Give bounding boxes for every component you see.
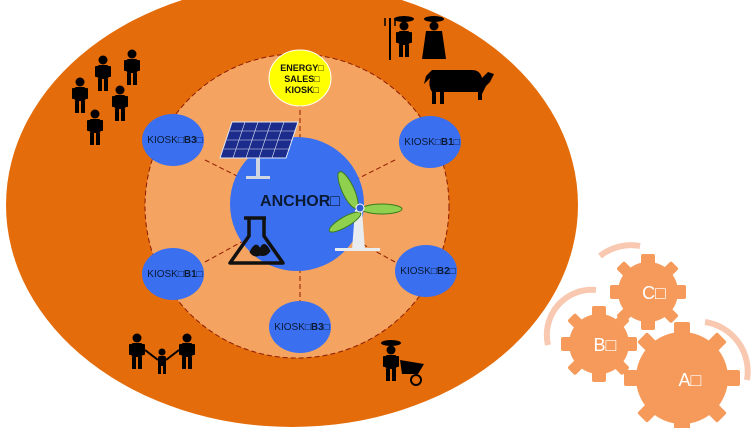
anchor-label: ANCHOR□	[260, 193, 340, 210]
svg-text:KIOSK□B2□: KIOSK□B2□	[400, 266, 455, 277]
energy-line-3: KIOSK□	[285, 85, 320, 95]
svg-text:KIOSK□B1□: KIOSK□B1□	[147, 269, 202, 280]
kiosk-prefix: KIOSK□	[274, 322, 311, 333]
wheelbarrow-farmer-icon	[381, 340, 424, 386]
gear-c-label: C□	[642, 283, 666, 303]
svg-text:KIOSK□B3□: KIOSK□B3□	[274, 322, 329, 333]
kiosk-code: B3□	[311, 322, 330, 333]
energy-line-1: ENERGY□	[280, 63, 324, 73]
wind-turbine-icon	[328, 171, 403, 251]
kiosk-node: KIOSK□B1□	[142, 248, 204, 300]
kiosk-node: KIOSK□B2□	[395, 245, 457, 297]
cow-icon	[424, 70, 494, 104]
gear-a-icon: A□	[624, 322, 740, 428]
gear-c-icon: C□	[610, 254, 686, 330]
gear-arrows	[543, 242, 751, 381]
svg-text:KIOSK□B1□: KIOSK□B1□	[404, 137, 459, 148]
solar-panel-icon	[219, 121, 299, 179]
energy-line-2: SALES□	[284, 74, 320, 84]
kiosk-code: B2□	[437, 266, 456, 277]
gear-a-label: A□	[679, 370, 702, 390]
kiosk-code: B3□	[184, 135, 203, 146]
kiosk-prefix: KIOSK□	[404, 137, 441, 148]
kiosk-node: KIOSK□B3□	[269, 301, 331, 353]
energy-sales-kiosk	[268, 49, 332, 107]
gear-b-icon: B□	[561, 306, 637, 382]
family-icon	[129, 333, 195, 374]
gear-b-label: B□	[594, 335, 617, 355]
kiosk-prefix: KIOSK□	[147, 135, 184, 146]
kiosk-prefix: KIOSK□	[400, 266, 437, 277]
kiosk-code: B1□	[441, 137, 460, 148]
kiosk-node: KIOSK□B1□	[399, 116, 461, 168]
kiosk-prefix: KIOSK□	[147, 269, 184, 280]
kiosk-code: B1□	[184, 269, 203, 280]
farmers-icon	[384, 16, 446, 60]
svg-text:KIOSK□B3□: KIOSK□B3□	[147, 135, 202, 146]
flask-icon	[228, 216, 285, 265]
kiosk-node: KIOSK□B3□	[142, 114, 204, 166]
